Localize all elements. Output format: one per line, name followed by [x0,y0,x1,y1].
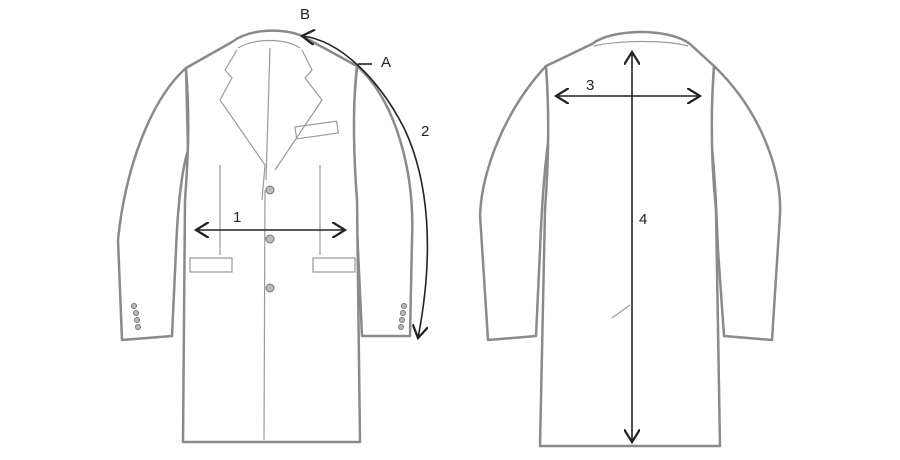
label-4: 4 [639,211,647,228]
front-coat [116,29,414,444]
back-coat [478,30,782,448]
label-1: 1 [233,209,241,226]
front-collar-stitch [237,39,301,49]
label-2: 2 [421,123,429,140]
back-right-sleeve [708,64,782,342]
label-b: B [300,6,310,23]
back-collar-seam [593,40,689,47]
label-3: 3 [586,77,594,94]
back-left-sleeve [478,64,552,342]
back-body [538,30,722,448]
measurements: 1 2 3 4 A B [196,6,700,442]
front-left-sleeve [116,66,190,342]
measure-2-sleeve [302,36,427,338]
label-a: A [381,54,391,71]
